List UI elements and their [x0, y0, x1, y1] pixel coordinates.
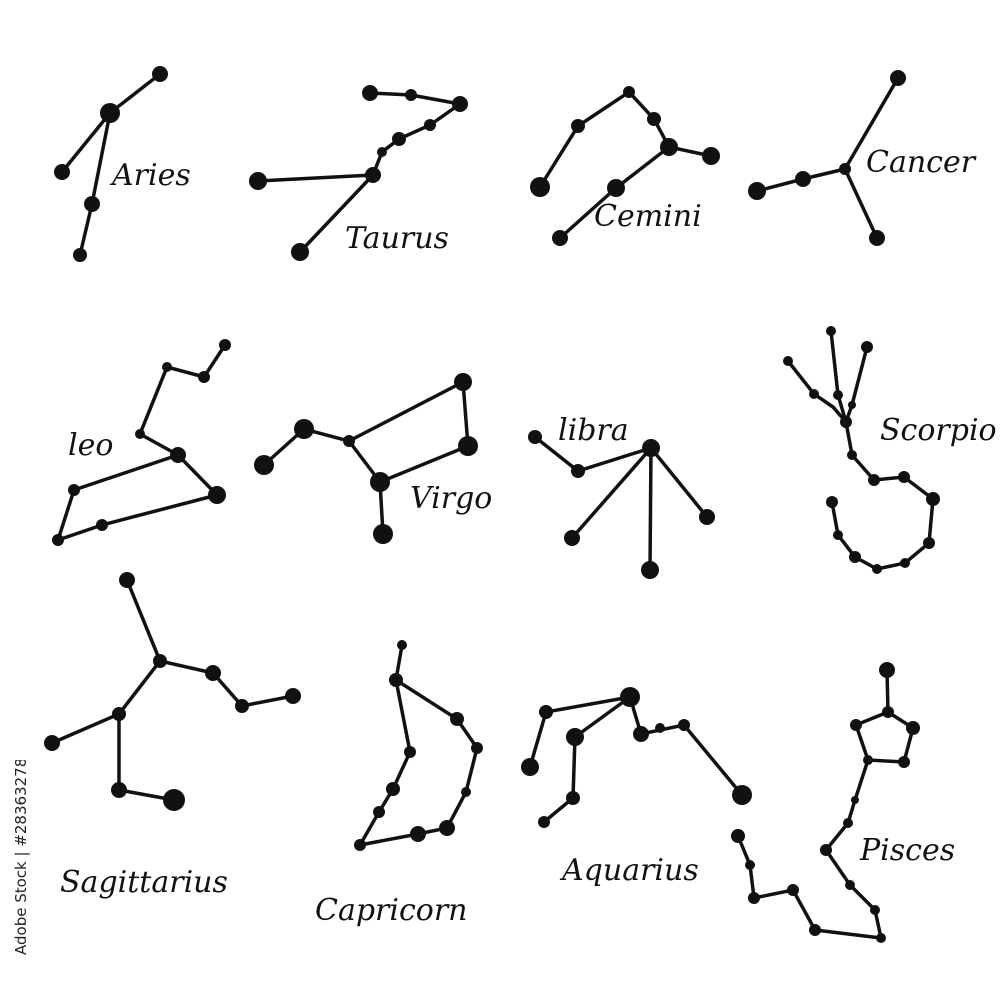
- label-aquarius: Aquarius: [559, 853, 699, 888]
- stock-id-text: Adobe Stock | #283632784: [12, 760, 30, 955]
- label-aries: Aries: [109, 158, 191, 193]
- label-scorpio: Scorpio: [880, 413, 997, 448]
- constellation-aquarius: Aquarius: [521, 687, 886, 943]
- constellation-scorpio: Scorpio: [783, 326, 997, 574]
- label-libra: libra: [558, 413, 629, 448]
- stock-watermark-id: Adobe Stock | #283632784: [12, 760, 30, 955]
- label-sagittarius: Sagittarius: [60, 865, 228, 900]
- label-taurus: Taurus: [345, 221, 449, 256]
- label-leo: leo: [68, 428, 113, 463]
- constellation-virgo: Virgo: [254, 373, 492, 544]
- constellation-cancer: Cancer: [748, 70, 977, 246]
- label-gemini: Cemini: [594, 199, 702, 234]
- constellation-capricorn: Capricorn: [315, 640, 483, 928]
- label-capricorn: Capricorn: [315, 893, 468, 928]
- constellation-libra: libra: [528, 413, 715, 579]
- constellation-leo: leo: [52, 339, 231, 546]
- constellation-gemini: Cemini: [530, 86, 720, 246]
- constellation-sagittarius: Sagittarius: [44, 572, 301, 900]
- constellation-pisces: Pisces: [820, 662, 955, 940]
- constellation-aries: Aries: [54, 66, 191, 262]
- label-cancer: Cancer: [866, 145, 977, 180]
- label-pisces: Pisces: [859, 833, 955, 868]
- label-virgo: Virgo: [410, 481, 492, 516]
- constellation-taurus: Taurus: [249, 85, 468, 261]
